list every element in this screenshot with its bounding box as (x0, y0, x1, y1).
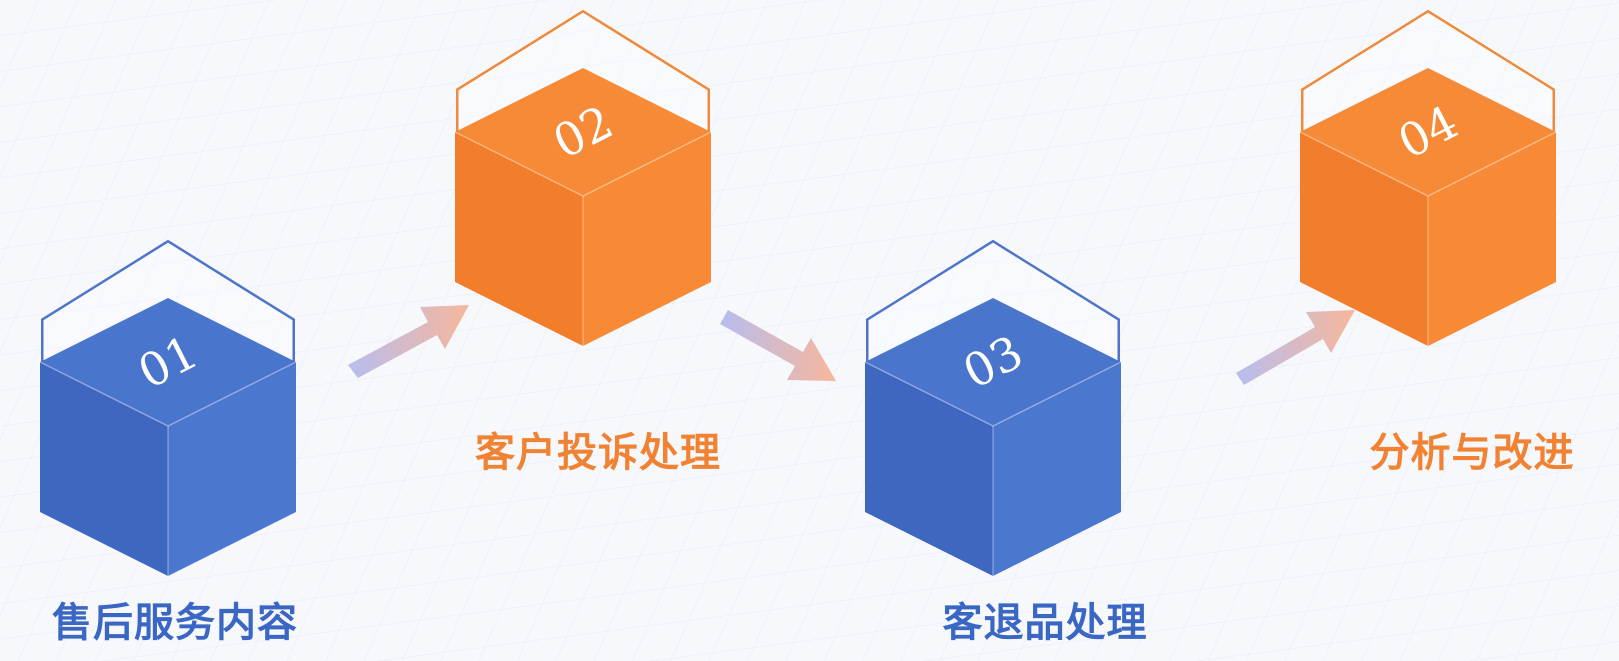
cube-left-face (455, 132, 583, 346)
cube-edge (1299, 131, 1557, 197)
cube-right-face (1428, 132, 1556, 346)
step-label-3: 客退品处理 (942, 600, 1148, 646)
step-label-4: 分析与改进 (1369, 430, 1575, 476)
arrow-1-to-2 (348, 305, 469, 378)
cube-left-face (865, 362, 993, 576)
cube-edge (454, 131, 712, 197)
step-2-cube: 02 (454, 9, 712, 346)
cube-top-face (40, 298, 296, 426)
cube-right-face (168, 362, 296, 576)
step-label-1: 售后服务内容 (52, 600, 298, 646)
step-1-cube: 01 (39, 239, 297, 576)
cube-left-face (40, 362, 168, 576)
cube-right-face (993, 362, 1121, 576)
cube-top-face (1300, 68, 1556, 196)
cube-left-face (1300, 132, 1428, 346)
step-3-cube: 03 (864, 239, 1122, 576)
arrow-2-to-3 (720, 310, 836, 381)
step-4-cube: 04 (1299, 9, 1557, 346)
cube-top-face (455, 68, 711, 196)
cube-top-face (865, 298, 1121, 426)
cube-right-face (583, 132, 711, 346)
arrow-3-to-4 (1236, 310, 1355, 385)
cube-edge (864, 361, 1122, 427)
cube-edge (39, 361, 297, 427)
step-label-2: 客户投诉处理 (475, 430, 721, 476)
